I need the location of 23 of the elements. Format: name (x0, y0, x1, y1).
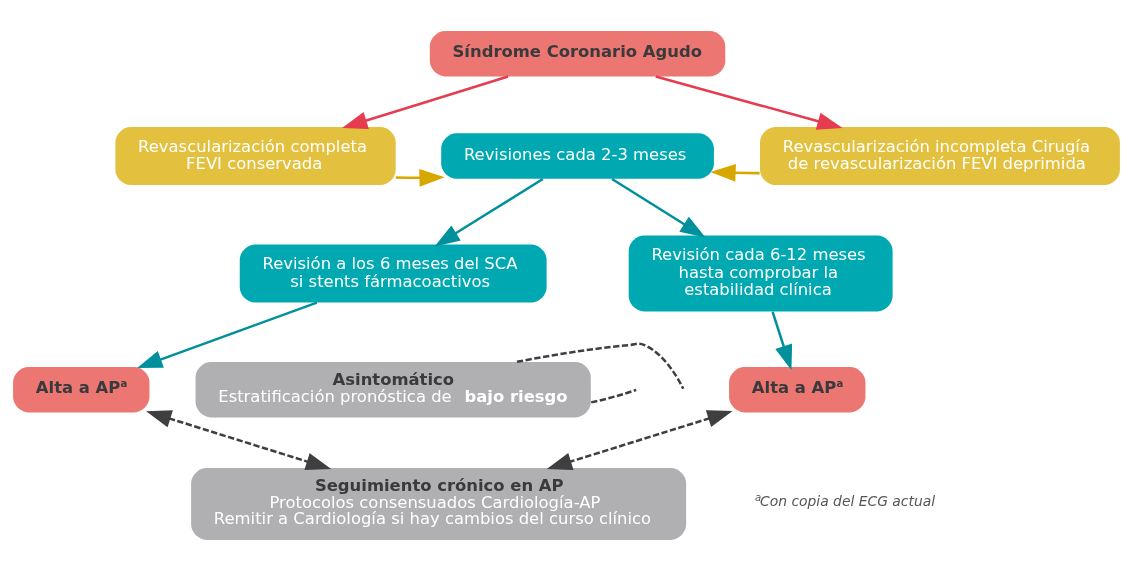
arrow (137, 300, 318, 368)
connector (516, 341, 685, 389)
arrow (395, 168, 445, 187)
node-box: Asintomático Estratificación pronóstica de bajo riesgo (195, 361, 591, 417)
node-box: Seguimiento crónico en AP Protocolos consensuados Cardiología-AP Remitir a Cardiología si hay cambios del curso clínico (191, 467, 687, 540)
arrow (611, 177, 706, 238)
node-box: Revisión cada 6-12 meses hasta comprobar la estabilidad clínica (628, 235, 893, 311)
arrow (655, 74, 843, 130)
arrow (342, 74, 509, 129)
arrow (434, 177, 544, 246)
node-box: Revisiones cada 2-3 meses (441, 132, 714, 179)
node-box: Síndrome Coronario Agudo (429, 30, 726, 76)
arrow (771, 311, 793, 370)
connector (590, 388, 637, 404)
node-box: Revisión a los 6 meses del SCA si stents fármacoactivos (239, 243, 547, 303)
arrow (146, 409, 332, 470)
arrow (546, 409, 733, 470)
node-box: Revascularización incompleta Cirugía de revascularización FEVI deprimida (760, 126, 1120, 185)
arrow (710, 163, 760, 182)
node-box: Alta a AP$^{a}$ (729, 366, 866, 412)
label: $^{a}$Con copia del ECG actual (754, 491, 936, 509)
node-box: Alta a AP$^{a}$ (13, 366, 150, 412)
node-box: Revascularización completa FEVI conservada (115, 126, 396, 185)
